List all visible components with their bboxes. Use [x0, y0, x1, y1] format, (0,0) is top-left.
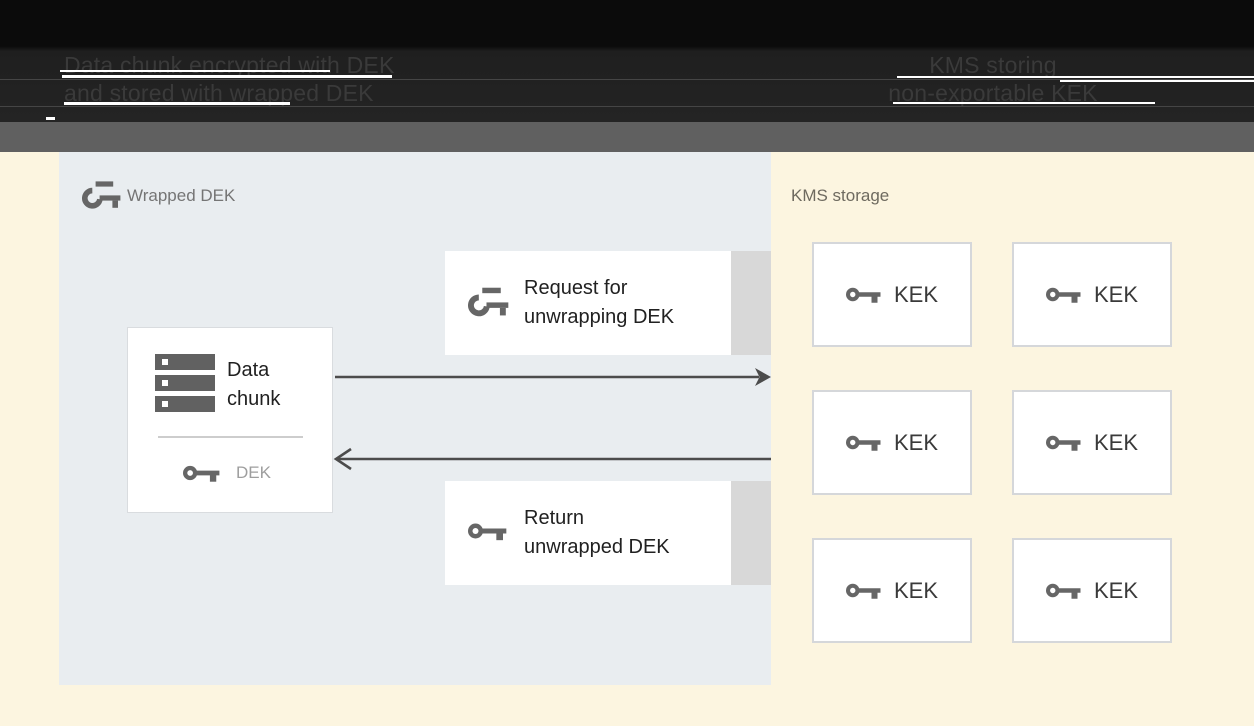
caption-right: KMS storing non-exportable KEK — [880, 51, 1106, 107]
key-icon — [845, 282, 882, 307]
kek-label: KEK — [893, 281, 939, 307]
request-box-shadow — [731, 251, 771, 355]
kek-box: KEK — [812, 390, 972, 495]
storage-stack-icon — [155, 354, 215, 412]
caption-left-line2: and stored with wrapped DEK — [64, 80, 374, 106]
caption-left: Data chunk encrypted with DEK and stored… — [64, 51, 395, 107]
key-icon — [845, 578, 882, 603]
kek-box: KEK — [812, 242, 972, 347]
kek-box: KEK — [1012, 390, 1172, 495]
kek-box: KEK — [1012, 242, 1172, 347]
key-icon — [1045, 282, 1082, 307]
caption-left-line1: Data chunk encrypted with DEK — [64, 52, 395, 78]
key-icon — [183, 460, 221, 486]
data-chunk-title: Data chunk — [227, 356, 280, 414]
arrow-right-icon — [335, 367, 771, 387]
key-icon — [1045, 578, 1082, 603]
gray-divider-band — [0, 122, 1254, 152]
arrow-left-icon — [333, 446, 771, 472]
return-box-text: Return unwrapped DEK — [524, 504, 670, 562]
kek-label: KEK — [893, 577, 939, 603]
kek-box: KEK — [1012, 538, 1172, 643]
return-box-shadow — [731, 481, 771, 585]
key-icon — [845, 430, 882, 455]
dek-label: DEK — [236, 463, 271, 482]
wrapped-key-icon — [468, 285, 510, 319]
glitch-line — [46, 117, 55, 120]
wrapped-key-icon — [82, 177, 122, 213]
kek-label: KEK — [1093, 577, 1139, 603]
kek-box: KEK — [812, 538, 972, 643]
kms-storage-label: KMS storage — [791, 186, 890, 205]
kek-label: KEK — [893, 429, 939, 455]
return-box-line1: Return — [524, 507, 585, 529]
caption-right-line1: KMS storing — [929, 52, 1057, 78]
key-icon — [1045, 430, 1082, 455]
kek-label: KEK — [1093, 429, 1139, 455]
return-box-line2: unwrapped DEK — [524, 536, 670, 558]
data-chunk-line1: Data — [227, 359, 270, 381]
data-chunk-divider — [158, 436, 303, 438]
caption-right-line2: non-exportable KEK — [888, 80, 1098, 106]
data-chunk-line2: chunk — [227, 388, 281, 410]
request-box-line2: unwrapping DEK — [524, 306, 675, 328]
request-box-text: Request for unwrapping DEK — [524, 274, 674, 332]
kek-label: KEK — [1093, 281, 1139, 307]
header-band: Data chunk encrypted with DEK and stored… — [0, 0, 1254, 122]
wrapped-dek-label: Wrapped DEK — [127, 186, 236, 205]
key-icon — [468, 517, 508, 545]
request-box-line1: Request for — [524, 277, 628, 299]
